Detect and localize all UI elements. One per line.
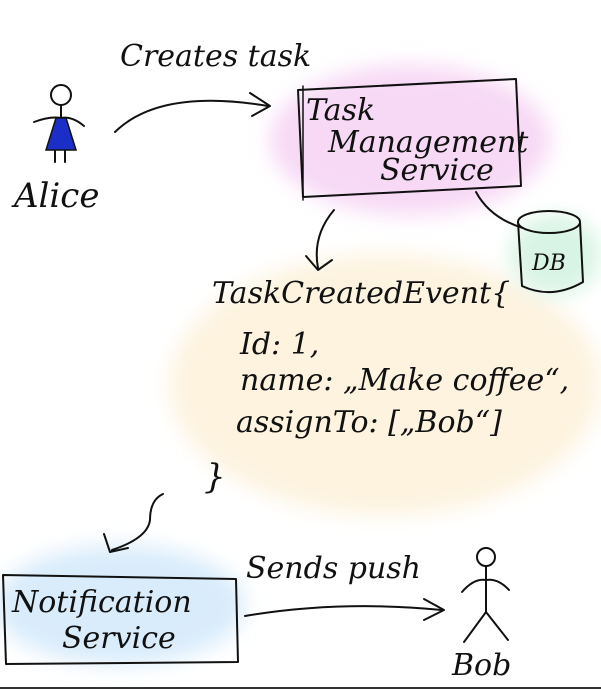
alice-label: Alice: [11, 176, 99, 216]
task-created-event: TaskCreatedEvent{ Id: 1, name: „Make cof…: [204, 276, 569, 497]
event-footer: }: [204, 457, 226, 497]
db-icon: DB: [517, 210, 584, 294]
task-service-line-1: Task: [306, 93, 375, 128]
sends-push-label: Sends push: [246, 551, 421, 586]
event-to-notification-arrow: [111, 493, 164, 551]
alice-to-task-arrow: [114, 99, 269, 133]
notification-line-1: Notification: [11, 585, 192, 620]
db-label: DB: [531, 251, 566, 276]
task-service-line-3: Service: [380, 153, 494, 188]
alice-to-task-arrowhead: [249, 92, 271, 117]
db-highlight: [510, 215, 600, 295]
notification-service-box: Notification Service: [2, 574, 239, 665]
task-to-event-arrowhead: [305, 255, 333, 271]
task-management-service-box: Task Management Service: [297, 78, 529, 201]
event-line-name: name: „Make coffee“,: [240, 363, 569, 398]
bob-icon: [461, 547, 510, 643]
creates-task-label: Creates task: [120, 39, 311, 74]
event-header: TaskCreatedEvent{: [212, 276, 510, 311]
notification-to-bob-arrowhead: [423, 598, 445, 621]
event-to-notification-arrowhead: [103, 533, 129, 553]
task-service-line-2: Management: [327, 125, 529, 160]
task-to-event-arrow: [315, 209, 335, 269]
notification-to-bob-arrow: [244, 605, 443, 617]
event-line-assign: assignTo: [„Bob“]: [236, 405, 502, 440]
alice-icon: [33, 84, 85, 163]
bob-label: Bob: [451, 648, 511, 683]
event-line-id: Id: 1,: [239, 327, 319, 362]
event-highlight: [170, 255, 600, 515]
task-service-highlight: [270, 65, 550, 215]
alice-dress-icon: [44, 117, 78, 151]
notification-line-2: Service: [62, 621, 176, 656]
